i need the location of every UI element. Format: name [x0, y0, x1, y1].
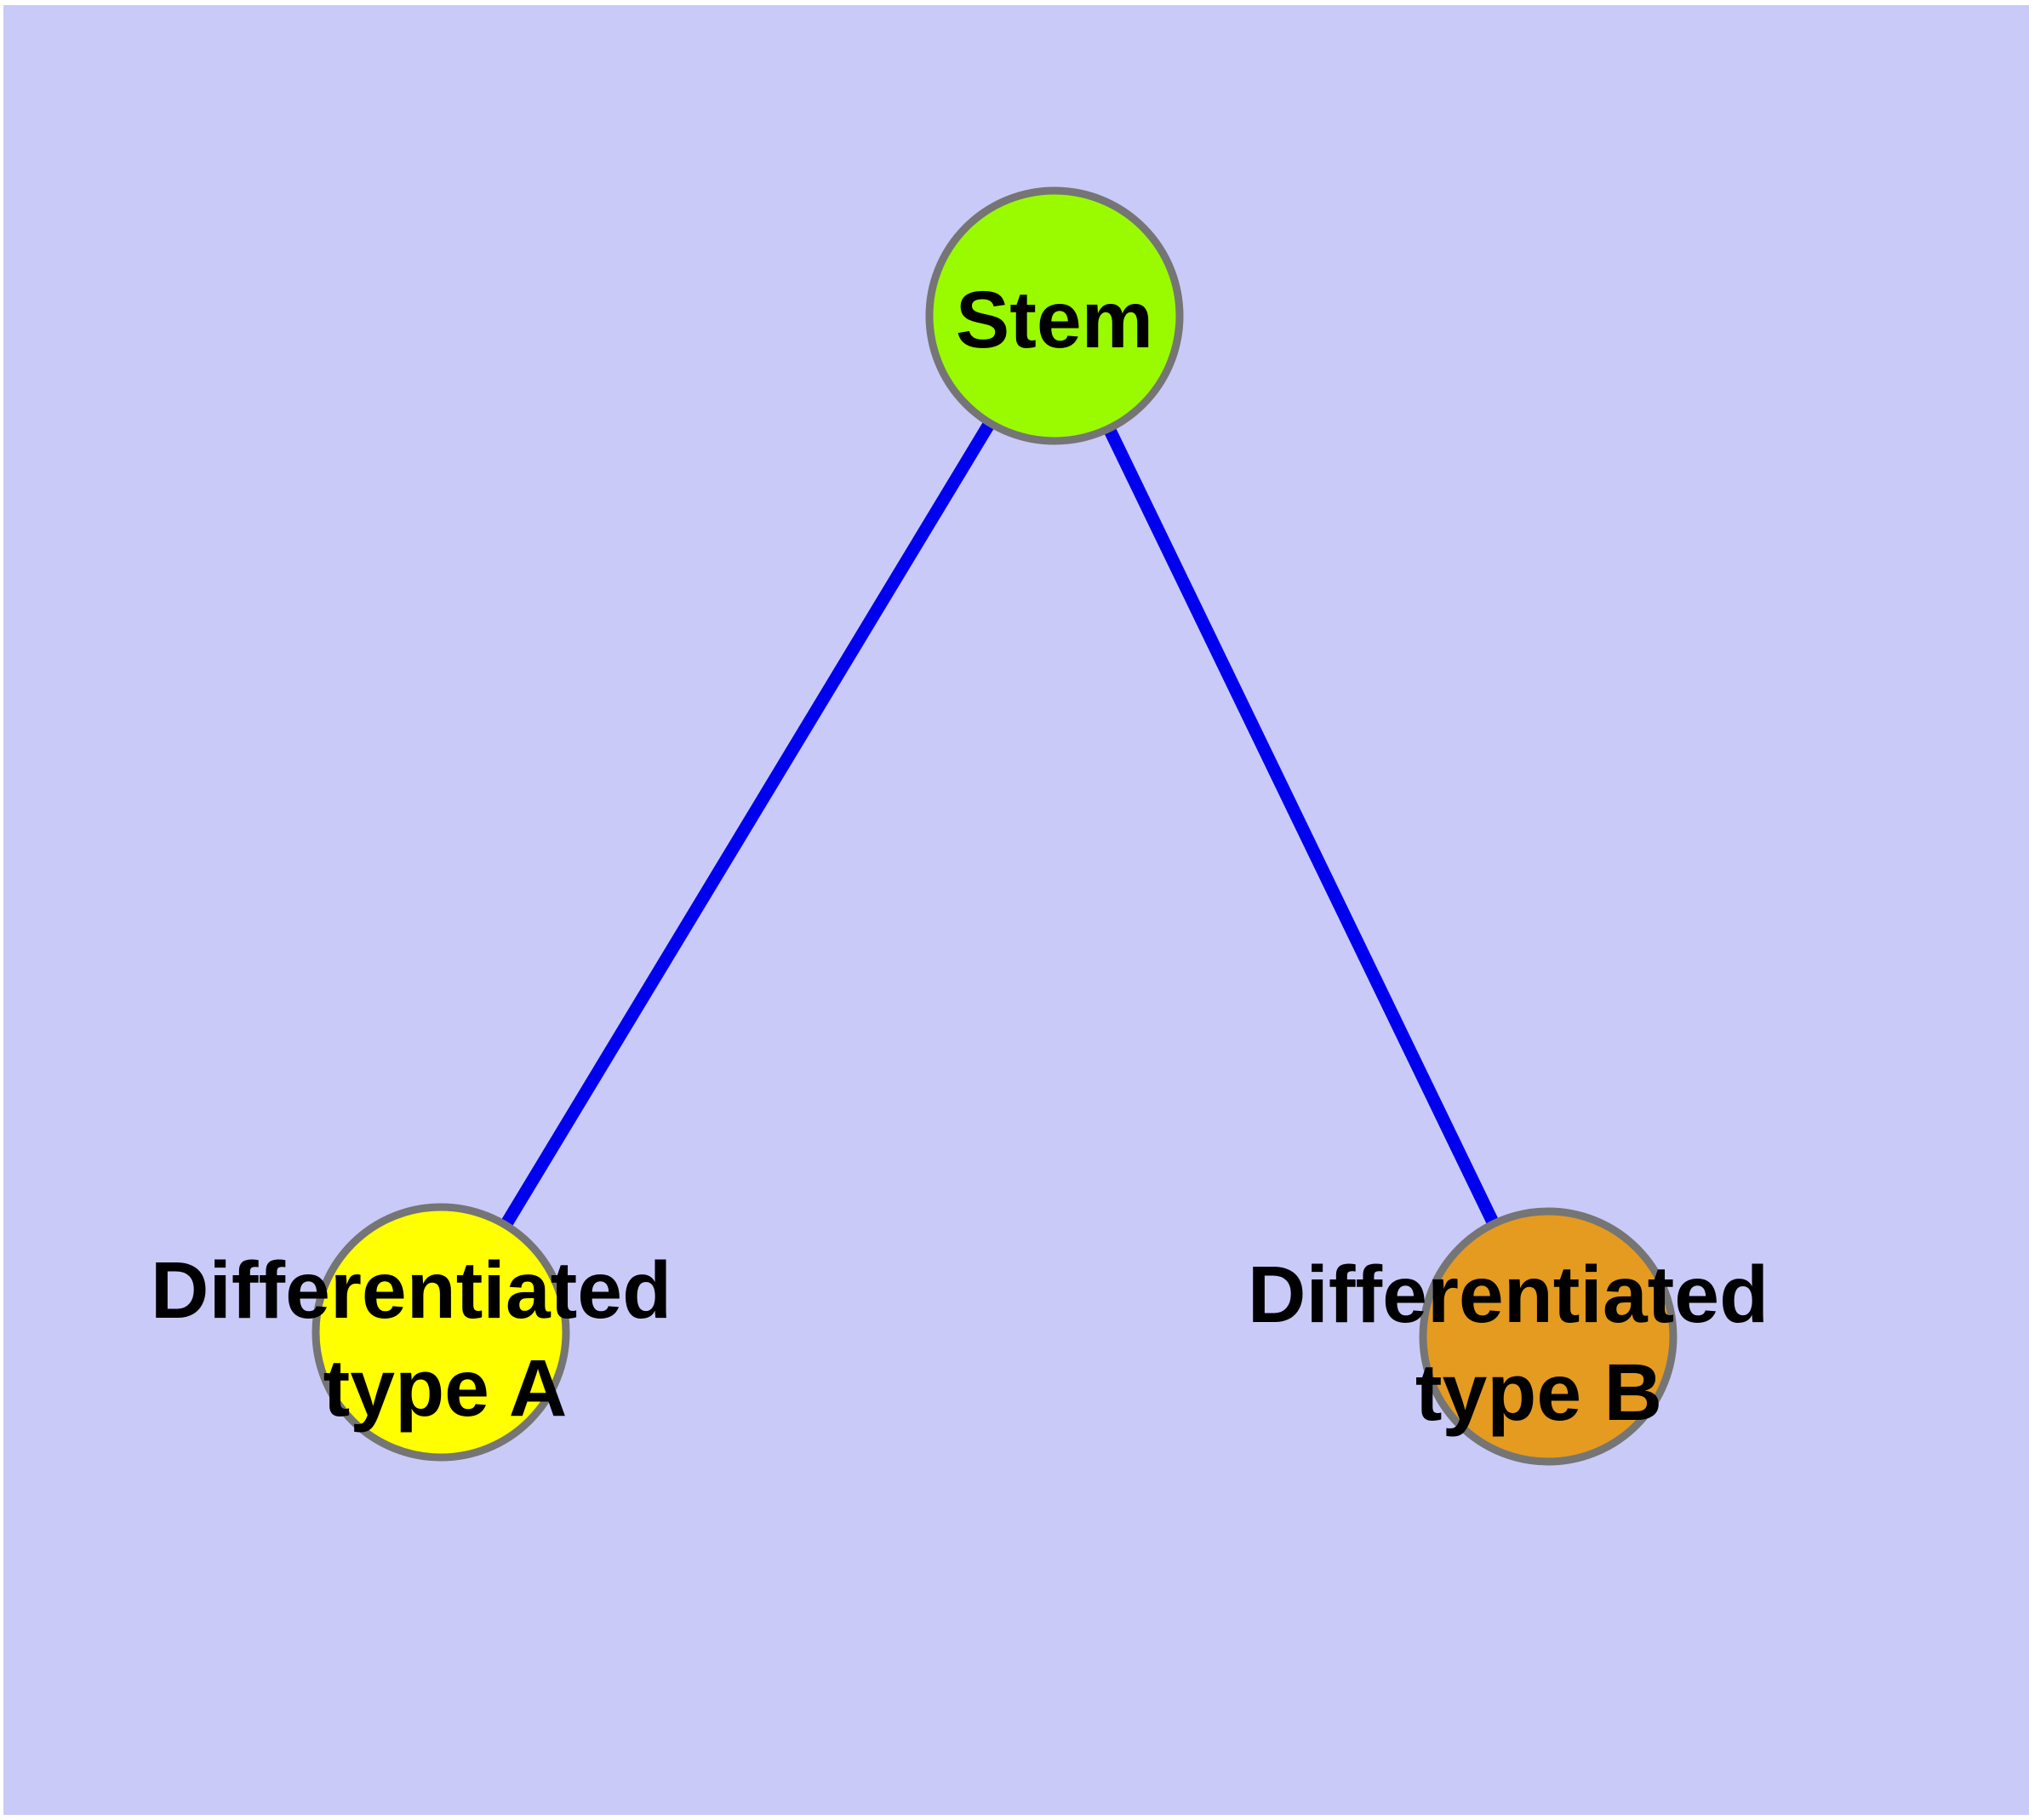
node-differentiated-type-a-circle [311, 1203, 570, 1462]
node-differentiated-type-b-label-line-2: type B [1415, 1348, 1662, 1438]
edge-stem-to-differentiated-type-a [435, 312, 1060, 1336]
node-differentiated-type-b-label-line-1: Differentiated [1248, 1250, 1769, 1340]
edges-layer [435, 312, 1554, 1340]
node-differentiated-type-a-label-line-1: Differentiated [151, 1245, 672, 1336]
node-differentiated-type-a-label-line-2: type A [323, 1343, 568, 1434]
nodes-layer [311, 186, 1677, 1466]
node-differentiated-type-b-circle [1419, 1207, 1677, 1466]
node-stem-label-line-1: Stem [956, 275, 1153, 365]
edge-stem-to-differentiated-type-b [1049, 312, 1554, 1340]
node-stem-circle [925, 186, 1184, 445]
